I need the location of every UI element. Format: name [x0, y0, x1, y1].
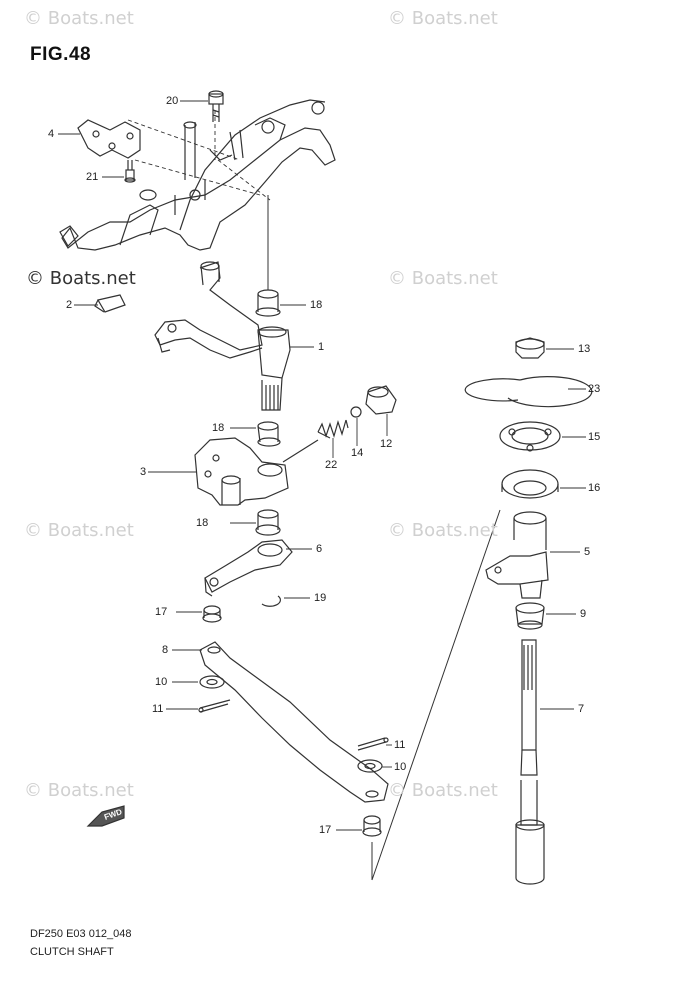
arm-6: [204, 539, 293, 597]
bushing-18-top: [255, 289, 281, 317]
callout-2: 2: [66, 299, 73, 311]
watermark: © Boats.net: [388, 780, 498, 801]
guide-lines-top: [127, 110, 271, 201]
callout-16: 16: [588, 482, 601, 494]
callout-8: 8: [162, 644, 169, 656]
callout-11: 11: [152, 703, 164, 715]
callout-11: 11: [394, 739, 406, 751]
callout-22: 21: [86, 171, 99, 183]
callout-19: 19: [314, 592, 327, 604]
callout-18: 18: [196, 517, 209, 529]
clip-2: [94, 294, 126, 313]
callout-20: 22: [325, 459, 338, 471]
bushing-18-mid: [257, 421, 281, 447]
sleeve-12: [365, 385, 397, 415]
link-rod-8: [199, 641, 389, 803]
watermark: © Boats.net: [24, 520, 134, 541]
bearing-15: [499, 421, 561, 452]
callout-9: 9: [580, 608, 587, 620]
plate-4: [77, 119, 141, 159]
shift-cam-5: [485, 511, 549, 599]
callout-7: 7: [578, 703, 585, 715]
callout-21: 20: [166, 95, 179, 107]
watermark: © Boats.net: [24, 8, 134, 29]
callout-4: 4: [48, 128, 55, 140]
screw-22: [124, 160, 136, 183]
spring-20: [317, 419, 349, 439]
pin-11-left: [198, 699, 231, 713]
shift-lever-1: [154, 261, 291, 411]
callout-5: 5: [584, 546, 591, 558]
watermark: © Boats.net: [388, 268, 498, 289]
clutch-shaft-7: [515, 639, 545, 885]
seal-16: [501, 469, 559, 499]
circlip-23: [464, 376, 593, 408]
callout-23: 23: [588, 383, 601, 395]
ball-14: [350, 406, 362, 418]
callout-17: 17: [319, 824, 332, 836]
callout-6: 6: [316, 543, 323, 555]
callout-13: 13: [578, 343, 591, 355]
circlip-19: [261, 595, 282, 607]
washer-17-bottom: [362, 815, 382, 837]
callout-10: 10: [155, 676, 168, 688]
pin-11-right: [357, 737, 389, 751]
plug-13: [515, 337, 545, 359]
washer-17-top: [202, 605, 222, 623]
callout-12: 12: [380, 438, 393, 450]
washer-10-left: [199, 675, 225, 689]
callout-10: 10: [394, 761, 407, 773]
callout-17: 17: [155, 606, 168, 618]
callout-14: 14: [351, 447, 364, 459]
callout-18: 18: [212, 422, 225, 434]
bushing-9: [515, 602, 545, 630]
figure-title: FIG.48: [30, 44, 92, 65]
figure-code: DF250 E03 012_048: [30, 928, 132, 940]
callout-1: 1: [318, 341, 325, 353]
watermark: © Boats.net: [388, 520, 498, 541]
guide-diagonal: [371, 509, 501, 881]
bolt-21: [208, 90, 224, 122]
forward-arrow-icon: [86, 805, 125, 827]
upper-bracket: [59, 99, 336, 251]
housing-3: [194, 437, 319, 506]
callout-15: 15: [588, 431, 601, 443]
bushing-18-lower: [255, 509, 281, 536]
watermark: © Boats.net: [388, 8, 498, 29]
callout-3: 3: [140, 466, 147, 478]
watermark: © Boats.net: [26, 268, 136, 289]
watermark: © Boats.net: [24, 780, 134, 801]
callout-18: 18: [310, 299, 323, 311]
figure-name: CLUTCH SHAFT: [30, 946, 114, 958]
washer-10-right: [357, 759, 383, 773]
